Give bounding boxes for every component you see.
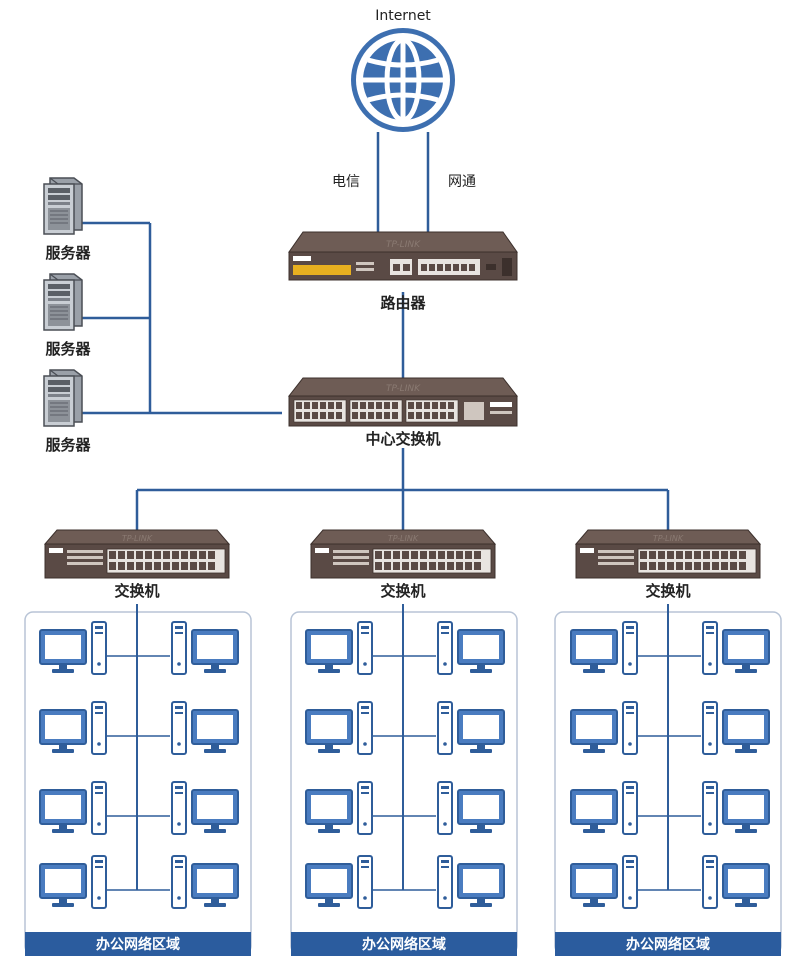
router-brand: TP-LINK [386, 240, 421, 250]
zone-label-bar [25, 932, 251, 956]
access-switch-label: 交换机 [114, 582, 159, 600]
office-zone-3: 办公网络区域 [554, 604, 782, 956]
zone-label: 办公网络区域 [626, 936, 710, 953]
core-switch: TP-LINK [287, 377, 519, 427]
server-1: 服务器 [43, 177, 91, 262]
access-switch-label: 交换机 [645, 582, 690, 600]
server-icon [43, 369, 83, 427]
router: TP-LINK [288, 231, 518, 281]
access-switch-brand: TP-LINK [653, 534, 684, 543]
access-switch-2: 交换机 [310, 529, 496, 600]
isp-right-label: 网通 [448, 174, 476, 190]
zone-label: 办公网络区域 [96, 936, 180, 953]
zone-label: 办公网络区域 [362, 936, 446, 953]
zone-drops [635, 655, 701, 891]
server-3: 服务器 [43, 369, 91, 454]
server-icon [43, 177, 83, 235]
server-label: 服务器 [45, 436, 91, 454]
access-switch-brand: TP-LINK [388, 534, 419, 543]
office-zone-1: 办公网络区域 [24, 604, 252, 956]
internet-node: Internet [351, 8, 455, 132]
router-label: 路由器 [380, 294, 426, 312]
isp-left-label: 电信 [332, 174, 360, 190]
access-switch-brand: TP-LINK [122, 534, 153, 543]
access-switch-1: 交换机 [44, 529, 230, 600]
internet-label: Internet [375, 8, 431, 24]
server-icon [43, 273, 83, 331]
core-switch-label: 中心交换机 [365, 430, 440, 448]
links [80, 132, 670, 530]
zone-drops [370, 655, 436, 891]
zone-label-bar [555, 932, 781, 956]
office-zone-2: 办公网络区域 [290, 604, 518, 956]
globe-icon [351, 28, 455, 132]
server-label: 服务器 [45, 244, 91, 262]
server-2: 服务器 [43, 273, 91, 358]
access-switch-3: 交换机 [575, 529, 761, 600]
access-switch-label: 交换机 [380, 582, 425, 600]
zone-label-bar [291, 932, 517, 956]
zone-drops [104, 655, 170, 891]
server-label: 服务器 [45, 340, 91, 358]
core-switch-brand: TP-LINK [386, 384, 421, 394]
